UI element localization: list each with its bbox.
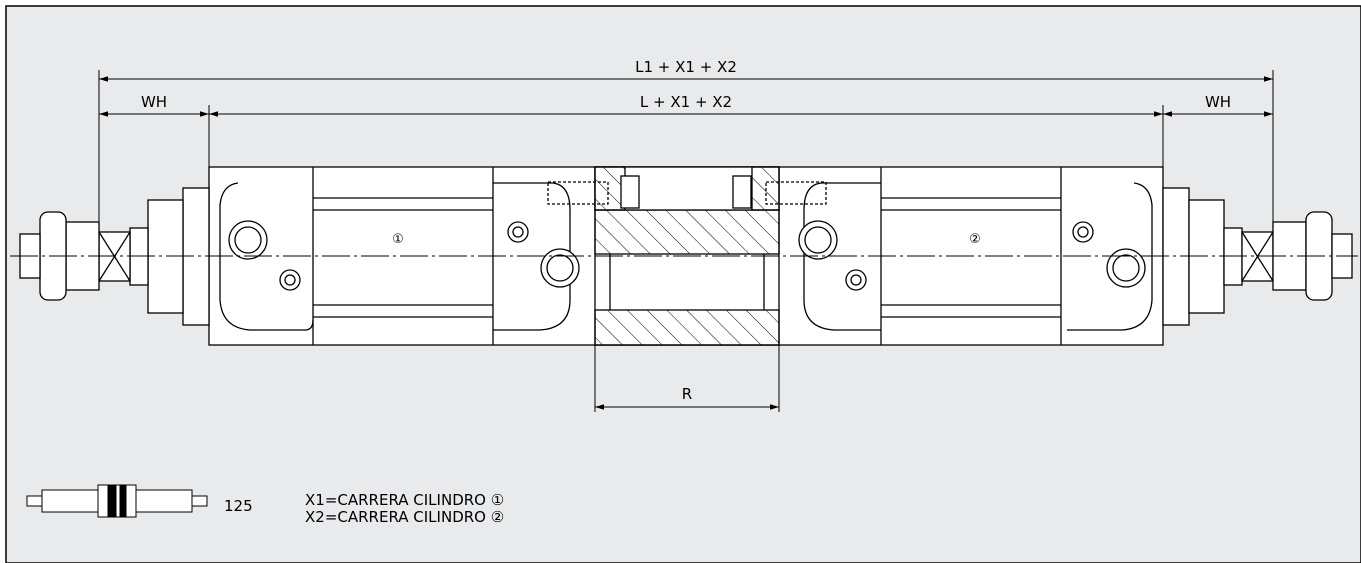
ports [228, 220, 1146, 291]
legend-size-value: 125 [224, 497, 253, 515]
dim-wh-right-label: WH [1205, 93, 1231, 111]
dimension-lines [98, 70, 1274, 412]
legend-x2-line: X2=CARRERA CILINDRO ② [305, 508, 504, 526]
legend-x1-line: X1=CARRERA CILINDRO ① [305, 491, 504, 509]
dim-wh-left-label: WH [141, 93, 167, 111]
cylinder-2-marker: ② [969, 232, 981, 247]
dim-body-label: L + X1 + X2 [640, 93, 732, 111]
dim-r-label: R [682, 385, 692, 403]
cylinder-1-marker: ① [392, 232, 404, 247]
legend-icon [26, 484, 208, 518]
dim-overall-label: L1 + X1 + X2 [635, 58, 737, 76]
